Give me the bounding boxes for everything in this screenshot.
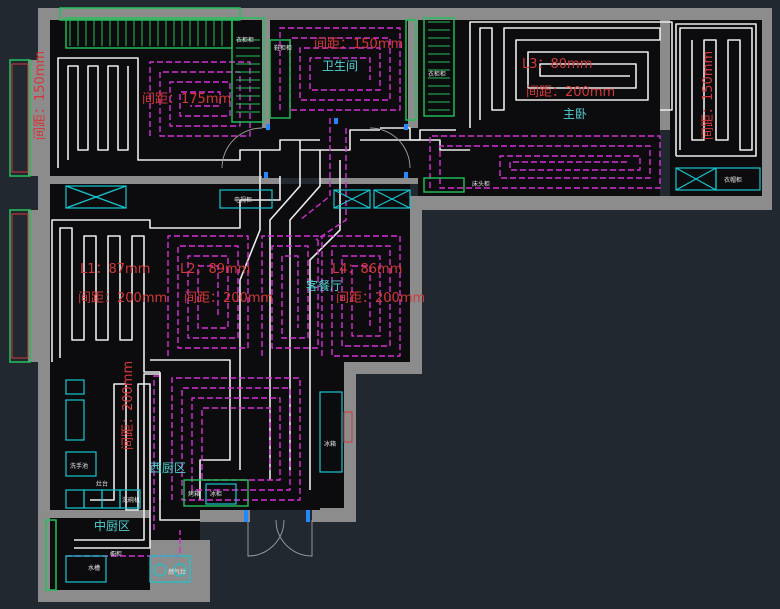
fixture-labels: 衣柜柜 鞋柜柜 衣柜柜 电视柜 床头柜 衣帽柜 冰箱 洗手池 灶台 洗碗机 烤箱… [70, 36, 742, 576]
wall-left-balcony-1 [28, 60, 50, 176]
annotation-l3-spacing: 间距：200mm [526, 85, 615, 100]
wall-right-upper [762, 8, 772, 210]
fixtures-green [65, 17, 465, 507]
annotation-spacing-200-c: 间距：200mm [336, 291, 425, 306]
label-fridge: 冰箱 [324, 440, 336, 448]
label-stove: 灶台 [96, 480, 108, 488]
pipe-white [51, 21, 757, 549]
shoe-cabinet [269, 39, 291, 119]
sink [65, 451, 97, 477]
annotation-spacing-150: 间距：150mm [314, 37, 403, 52]
room-labels: 卫生间 主卧 客餐厅 西厨区 中厨区 [94, 59, 587, 533]
cabinet-lower [319, 391, 343, 473]
cabinet-left [65, 185, 127, 209]
label-gas-stove: 燃气灶 [168, 568, 186, 576]
window-balcony-bottom [9, 209, 31, 363]
wall-interior-center [320, 176, 420, 184]
cabinet-center-2 [373, 189, 411, 209]
wall-interior-left [50, 176, 280, 184]
kitchen-item-2 [65, 399, 85, 441]
annotation-l1-length: L1：87mm [80, 262, 150, 277]
label-chinese-kitchen: 中厨区 [94, 518, 130, 533]
annotation-spacing-175: 间距：175mm [142, 92, 231, 107]
closet-left [231, 17, 265, 123]
water-tank [65, 555, 107, 583]
annotations: 间距：150mm 间距：175mm L3：80mm 间距：200mm L1：87… [33, 37, 716, 450]
wardrobe-right [715, 167, 761, 191]
door-swings [221, 127, 411, 557]
window-balcony-top [9, 59, 31, 177]
wall-right-middle [410, 196, 422, 374]
label-sink: 洗手池 [70, 462, 88, 470]
annotation-spacing-200-a: 间距：200mm [78, 291, 167, 306]
label-tv-cabinet: 电视柜 [234, 196, 252, 204]
wall-bathroom-right [408, 20, 418, 128]
kitchen-item-1 [65, 379, 85, 395]
label-wardrobe-right: 衣帽柜 [724, 176, 742, 184]
wall-left-balcony-2 [28, 210, 50, 362]
burner-2 [173, 563, 187, 577]
label-dishwasher: 洗碗机 [122, 496, 140, 504]
wall-bedroom-partition [660, 20, 670, 130]
appliance-inner [205, 483, 237, 505]
pipe-magenta [66, 27, 661, 557]
label-ice-box: 冰柜 [210, 490, 222, 498]
annotation-l4-length: L4：86mm [332, 262, 402, 277]
wall-bottom-door-left [200, 508, 250, 522]
manifold-hatch [69, 20, 450, 113]
stove-part-4 [119, 489, 141, 509]
label-western-kitchen: 西厨区 [150, 461, 186, 475]
label-living-dining: 客餐厅 [306, 278, 342, 293]
label-water-tank: 水槽 [88, 564, 100, 572]
markers [244, 118, 408, 522]
label-oven: 烤箱 [188, 490, 200, 498]
wall-bottom [50, 590, 210, 602]
appliance-block [183, 479, 249, 507]
closet-right [423, 17, 455, 117]
fixtures-cyan [65, 167, 761, 583]
label-cabinet-top: 衣柜柜 [236, 36, 254, 44]
annotation-l3-length: L3：80mm [522, 57, 592, 72]
wall-kitchen-partition [50, 510, 150, 518]
bedside-left [423, 177, 465, 193]
annotation-kitchen-vertical: 间距：200mm [121, 361, 136, 450]
burner-1 [153, 563, 167, 577]
window-kitchen [45, 519, 57, 591]
wall-top [50, 8, 762, 20]
label-shoe-cabinet: 鞋柜柜 [274, 44, 292, 52]
tv-cabinet [219, 189, 273, 209]
wall-bottom-right [312, 508, 356, 522]
walls [28, 8, 772, 602]
annotation-spacing-200-b: 间距：200mm [184, 291, 273, 306]
cabinet-center-1 [333, 189, 371, 209]
wall-mid-horizontal [412, 196, 772, 210]
label-bedside: 床头柜 [472, 180, 490, 188]
label-master-bedroom: 主卧 [563, 107, 587, 121]
wall-bathroom-left [262, 20, 270, 128]
annotation-l2-length: L2：89mm [180, 262, 250, 277]
label-closet-right: 衣柜柜 [428, 70, 446, 78]
window-bathroom [405, 19, 417, 121]
label-bathroom: 卫生间 [322, 59, 358, 73]
annotation-left-vertical: 间距：150mm [33, 51, 48, 140]
gas-stove-box [149, 555, 191, 583]
annotation-right-vertical: 间距：150mm [701, 51, 716, 140]
label-cupboard: 橱柜 [110, 550, 122, 558]
